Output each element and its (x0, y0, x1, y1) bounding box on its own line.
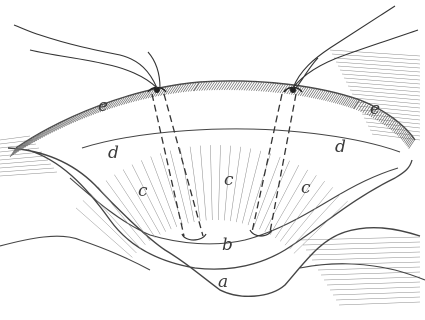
label-d-right: d (335, 137, 346, 157)
surrounding-tissue (0, 50, 420, 305)
layer-d-outline (82, 129, 400, 152)
left-drain-tube (152, 94, 206, 240)
label-e-right: e (370, 99, 380, 119)
label-c-right: c (301, 178, 311, 198)
label-c-mid: c (224, 170, 234, 190)
layer-e-top-edge (16, 81, 415, 148)
skin-edge-hatching (10, 81, 415, 157)
suture-threads (14, 6, 418, 88)
label-d-left: d (108, 143, 119, 163)
label-c-left: c (138, 181, 148, 201)
label-a: a (218, 272, 228, 292)
label-e-left: e (98, 96, 108, 116)
right-drain-tube (250, 94, 296, 236)
label-b: b (222, 235, 233, 255)
